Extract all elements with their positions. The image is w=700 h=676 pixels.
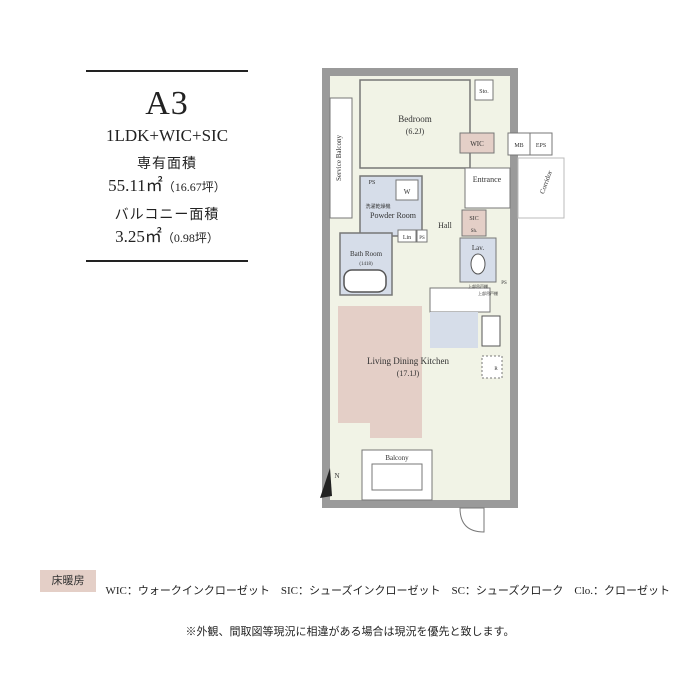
sic-area	[461, 209, 487, 237]
floor-heating-badge: 床暖房	[40, 570, 96, 592]
kitchen-counter	[429, 287, 491, 313]
service-balcony-label: Service Balcony	[335, 134, 343, 181]
balcony-area-m2: 3.25㎡	[115, 227, 162, 246]
floor-plan-drawing: Bedroom (6.2J) Service Balcony Sto. WIC …	[320, 68, 565, 533]
r-label: R	[494, 367, 498, 372]
exclusive-area-tsubo: （16.67坪）	[162, 180, 226, 194]
legend: 床暖房 WIC：ウォークインクローゼット SIC：シューズインクローゼット SC…	[40, 570, 670, 600]
wic-label: WIC	[470, 140, 484, 148]
disclaimer-note: ※外観、間取図等現況に相違がある場合は現況を優先と致します。	[185, 626, 515, 638]
sh-label: Sh.	[471, 229, 478, 234]
ldk-floor-heating	[338, 306, 422, 438]
dryer-label: 洗濯乾燥機	[365, 203, 390, 210]
hall-label: Hall	[438, 221, 453, 230]
cabinet-top-label: 上部吊戸棚	[468, 283, 488, 289]
bath-room-label: Bath Room	[350, 250, 383, 258]
eps-label: EPS	[536, 143, 546, 149]
entrance-area	[464, 167, 511, 209]
cabinet-kitchen-label: 上部吊戸棚	[478, 290, 498, 296]
abbreviation-legend: WIC：ウォークインクローゼット SIC：シューズインクローゼット SC：シュー…	[105, 585, 671, 597]
balcony-window	[371, 463, 423, 491]
unit-type: 1LDK+WIC+SIC	[105, 126, 229, 145]
balcony-area-label: バルコニー面積	[114, 208, 220, 223]
exclusive-area: 55.11㎡（16.67坪）	[86, 176, 248, 197]
entry-door	[459, 507, 485, 533]
sto-area	[474, 79, 494, 101]
exclusive-area-m2: 55.11㎡	[108, 176, 163, 195]
ps-top-label: PS	[369, 180, 376, 186]
eps-box	[529, 132, 553, 156]
lin-label: Lin	[403, 235, 411, 241]
north-arrow	[320, 468, 332, 498]
bedroom-label: Bedroom	[398, 114, 432, 124]
bottom-rule	[86, 260, 248, 262]
sto-label: Sto.	[479, 89, 489, 95]
mb-label: MB	[514, 143, 523, 149]
entrance-label: Entrance	[473, 175, 502, 184]
bedroom-size: (6.2J)	[406, 127, 425, 136]
toilet	[470, 253, 486, 275]
top-rule	[86, 70, 248, 72]
balcony-area-tsubo: （0.98坪）	[161, 231, 219, 245]
bathtub	[343, 269, 387, 293]
floor-plan: Bedroom (6.2J) Service Balcony Sto. WIC …	[310, 58, 570, 538]
w-label: W	[404, 188, 411, 196]
wic-area	[459, 132, 495, 154]
unit-name: A3	[145, 85, 189, 122]
north-label: N	[334, 472, 339, 480]
washer	[395, 179, 419, 201]
kitchen-floor	[430, 312, 478, 348]
lav-label: Lav.	[472, 244, 484, 252]
ldk-size-label: (17.1J)	[397, 369, 420, 378]
fridge-box	[481, 355, 503, 379]
service-balcony-area	[329, 97, 353, 219]
balcony-label: Balcony	[385, 454, 409, 462]
ldk-label: Living Dining Kitchen	[367, 356, 449, 366]
ps-mid-label: PS	[419, 236, 425, 241]
unit-info: A3 1LDK+WIC+SIC 専有面積 55.11㎡（16.67坪） バルコニ…	[86, 70, 248, 262]
lin-box	[397, 229, 417, 243]
exclusive-area-label: 専有面積	[137, 157, 197, 172]
ps-mid-box	[416, 229, 428, 243]
bath-size-label: (1418)	[359, 262, 373, 267]
sic-label: SIC	[469, 216, 478, 222]
ps-right-label: PS	[501, 281, 507, 286]
balcony-area: 3.25㎡（0.98坪）	[86, 227, 248, 248]
sink	[481, 315, 501, 347]
corridor-area	[517, 157, 565, 219]
bedroom-area	[359, 79, 471, 169]
powder-room-label: Powder Room	[370, 211, 417, 220]
